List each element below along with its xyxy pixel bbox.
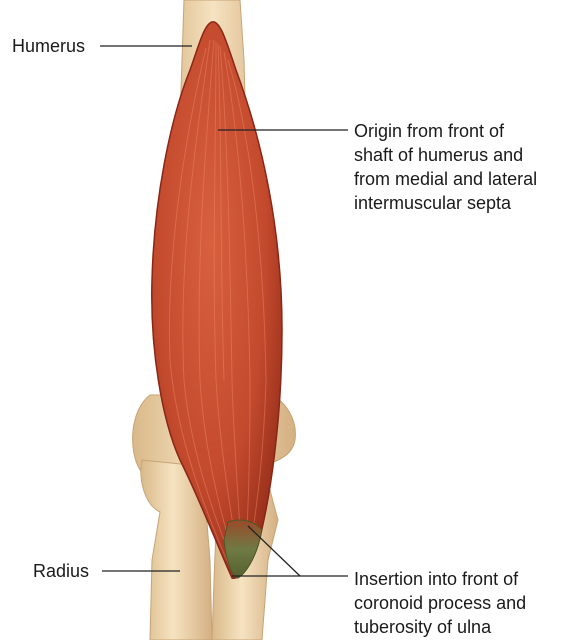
origin-label-line: intermuscular septa [354,191,537,215]
humerus-label: Humerus [12,34,85,58]
origin-label-line: from medial and lateral [354,167,537,191]
insertion-label-line: Insertion into front of [354,567,526,591]
origin-label: Origin from front of shaft of humerus an… [354,119,537,215]
insertion-label: Insertion into front of coronoid process… [354,567,526,639]
origin-label-line: shaft of humerus and [354,143,537,167]
radius-label: Radius [33,559,89,583]
origin-label-line: Origin from front of [354,119,537,143]
insertion-label-line: coronoid process and [354,591,526,615]
insertion-label-line: tuberosity of ulna [354,615,526,639]
